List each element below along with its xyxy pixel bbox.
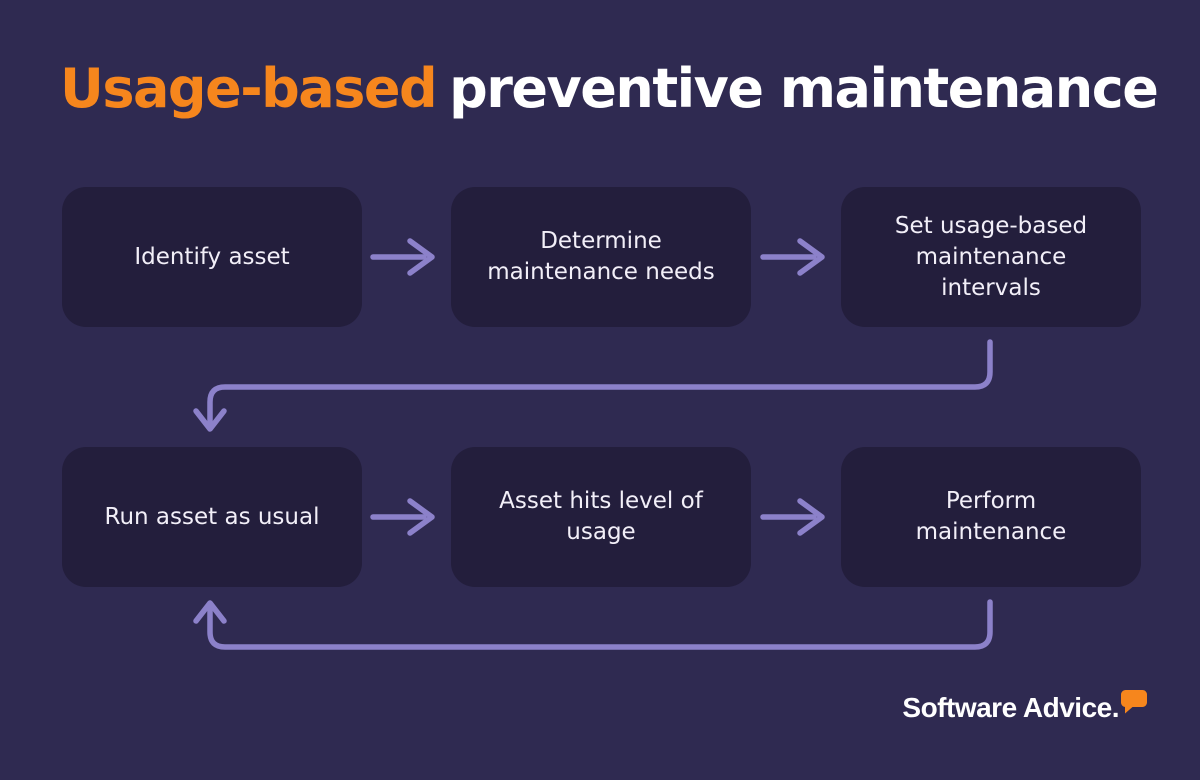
flow-step-label: Perform maintenance bbox=[915, 488, 1067, 545]
title-rest: preventive maintenance bbox=[449, 57, 1159, 120]
flow-step-label: Asset hits level of usage bbox=[499, 488, 703, 545]
flow-step-run-asset: Run asset as usual bbox=[62, 447, 362, 587]
flow-step-label: Run asset as usual bbox=[104, 503, 320, 530]
arrow-right-icon bbox=[370, 498, 435, 536]
flow-step-label: Set usage-based maintenance intervals bbox=[894, 212, 1088, 301]
flow-step-identify-asset: Identify asset bbox=[62, 187, 362, 327]
arrow-right-icon bbox=[370, 238, 435, 276]
flow-step-label: Determine maintenance needs bbox=[487, 228, 715, 285]
connector-step3-to-step4 bbox=[193, 339, 993, 432]
connector-step6-to-step4 bbox=[193, 599, 993, 650]
flow-step-asset-hits-level: Asset hits level of usage bbox=[451, 447, 751, 587]
flow-step-perform-maintenance: Perform maintenance bbox=[841, 447, 1141, 587]
title-highlight: Usage-based bbox=[60, 57, 438, 120]
software-advice-logo: Software Advice. bbox=[902, 690, 1147, 724]
flow-step-label: Identify asset bbox=[134, 243, 290, 270]
speech-bubble-icon bbox=[1121, 690, 1147, 714]
arrow-right-icon bbox=[760, 498, 825, 536]
flow-step-determine-needs: Determine maintenance needs bbox=[451, 187, 751, 327]
flow-step-set-intervals: Set usage-based maintenance intervals bbox=[841, 187, 1141, 327]
arrow-right-icon bbox=[760, 238, 825, 276]
logo-text: Software Advice. bbox=[902, 692, 1119, 723]
